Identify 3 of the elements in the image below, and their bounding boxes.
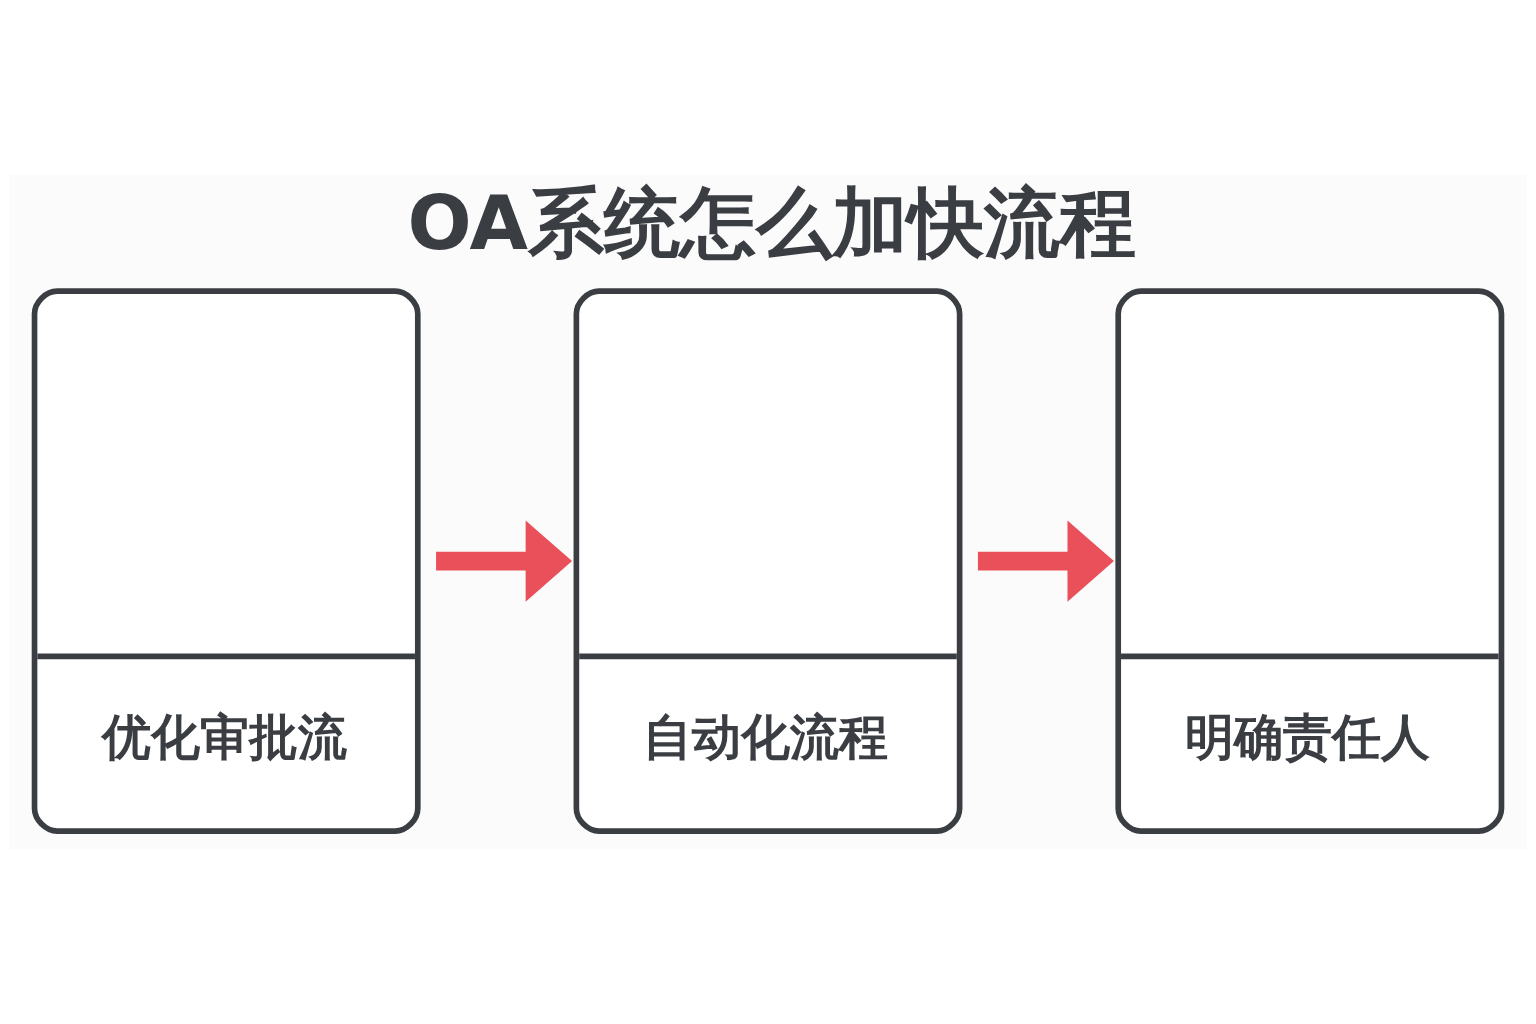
diagram-title: OA系统怎么加快流程 [407, 178, 1136, 267]
arrow [436, 520, 573, 602]
arrow [977, 520, 1114, 602]
